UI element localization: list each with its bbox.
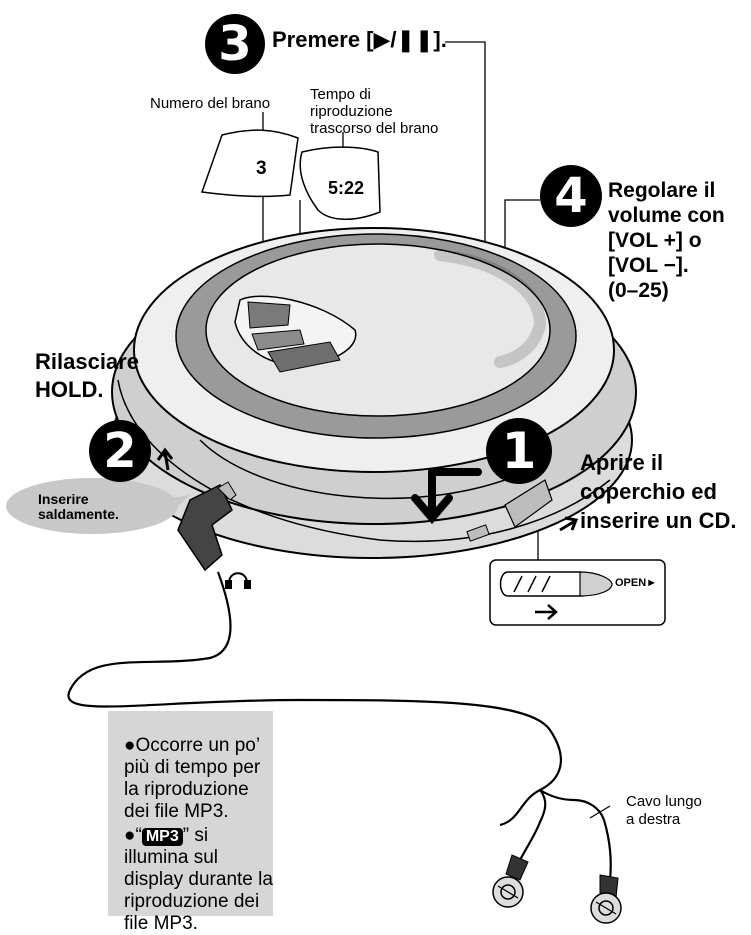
- track-number-label: Numero del brano: [150, 95, 271, 112]
- leader-cable: [589, 805, 611, 819]
- note-2-quote-open: ●“: [124, 825, 142, 846]
- open-switch-inset: [489, 559, 666, 626]
- step-2-badge: 2: [89, 420, 151, 482]
- track-number-value: 3: [256, 158, 267, 179]
- arrow-right-icon: [559, 516, 579, 532]
- step-3-instruction: Premere [▶/❚❚].: [272, 27, 447, 52]
- left-earbud: [492, 854, 529, 908]
- cable-right-label: Cavo lungo a destra: [626, 793, 702, 828]
- headphone-icon: [225, 572, 251, 589]
- arrow-up-icon: [156, 447, 174, 471]
- arrow-right-icon: [535, 604, 558, 620]
- headphone-plug: [177, 481, 237, 572]
- step-1-instruction: Aprire il coperchio ed inserire un CD.: [580, 450, 737, 533]
- cd-player-body: [111, 227, 637, 559]
- elapsed-time-value: 5:22: [328, 178, 365, 198]
- note-2: ●“MP3” si illumina sul display durante l…: [124, 825, 274, 935]
- open-label: OPEN►: [615, 577, 658, 589]
- step-1-badge: 1: [486, 418, 552, 484]
- step-4-badge: 4: [540, 165, 602, 227]
- mp3-badge: MP3: [141, 828, 183, 846]
- insert-firmly-bubble: [6, 478, 178, 534]
- step-2-instruction: Rilasciare HOLD.: [35, 349, 139, 402]
- leader-step3: [445, 41, 486, 262]
- step-4-instruction: Regolare il volume con [VOL +] o [VOL −]…: [608, 179, 725, 302]
- note-1: ●Occorre un po’ più di tempo per la ripr…: [124, 735, 261, 822]
- right-earbud: [590, 874, 622, 924]
- insert-firmly-label: Inserire saldamente.: [38, 491, 119, 522]
- elapsed-time-display-bubble: [299, 146, 381, 220]
- elapsed-time-label: Tempo di riproduzione trascorso del bran…: [310, 86, 439, 137]
- notes-box: [108, 711, 273, 916]
- track-number-display-bubble: [200, 129, 299, 198]
- cable-split: [539, 789, 606, 821]
- headphone-cable: [67, 571, 562, 827]
- open-switch-grip: [513, 575, 551, 593]
- arrow-down-icon: [411, 468, 482, 525]
- step-3-badge: 3: [205, 14, 265, 74]
